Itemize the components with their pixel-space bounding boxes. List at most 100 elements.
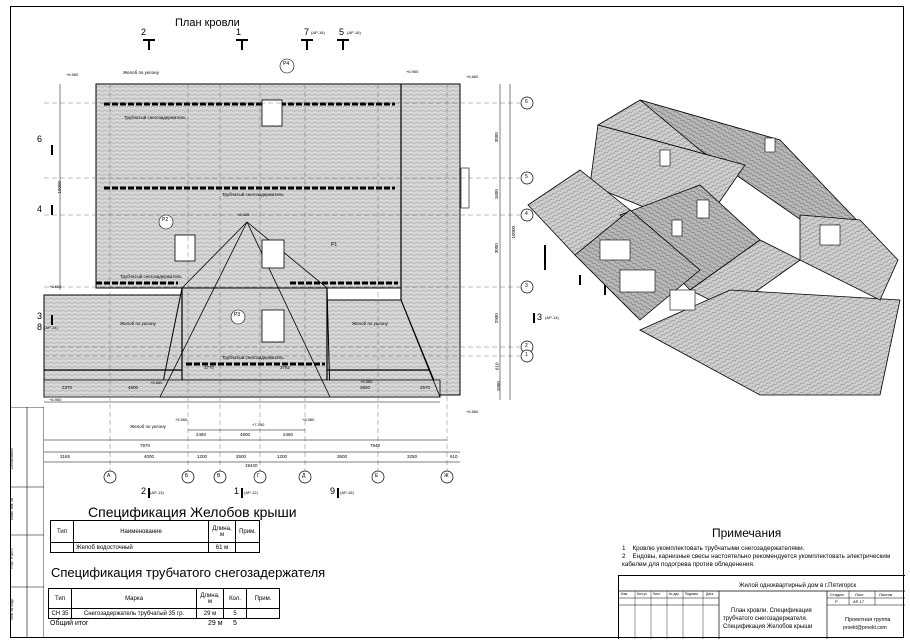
title-block: Жилой одноквартирный дом в г.Пятигорск П… (618, 575, 905, 639)
tb-col-1: Изм. (621, 592, 629, 596)
gutter-label-4: Желоб по уклону (130, 424, 166, 429)
chimney-p3 (261, 309, 285, 343)
axis-3: 3 (525, 283, 528, 289)
axis-1: 1 (525, 352, 528, 358)
dim-610: 610 (450, 454, 458, 459)
spec-snow-total-count: 5 (233, 620, 237, 627)
chimney-p2 (174, 234, 196, 262)
tb-col-4: № док. (669, 592, 680, 596)
spec-gutters-cell (50, 542, 74, 553)
notes-list: 1 Кровлю укомплектовать трубчатыми снего… (622, 545, 894, 569)
spec-snow-table: Тип Марка Длина, м Кол. Прим. СН 35 Снег… (48, 588, 280, 619)
axis-zh: Ж (444, 473, 449, 479)
level-1: +6.960 (66, 72, 79, 77)
stamp-1: Согласовано (9, 448, 14, 470)
tag-p4: Р4 (283, 61, 290, 67)
dim-left-total: 10000 (57, 180, 63, 194)
dim-right-3: 3000 (493, 243, 499, 254)
note-2: 2 Ендовы, карнизные свесы настоятельно р… (622, 553, 891, 568)
dim-1200b: 1200 (277, 454, 288, 459)
dim-right-5: 610 (494, 362, 500, 371)
eave-strip (43, 379, 441, 398)
spec-snow-total-length: 29 м (208, 620, 223, 627)
bottom-mark-9: 9 (330, 486, 336, 496)
snow-label-4: Трубчатый снегозадержатель (222, 355, 284, 360)
section-mark-7-ref: (АР-16) (311, 30, 325, 35)
dim-right-total: 10000 (511, 225, 517, 239)
tb-sheet-name-1: План кровли. Спецификация (731, 608, 812, 614)
axis-2: 2 (525, 343, 528, 349)
level-11: +7.240 (252, 422, 265, 427)
tb-stage-h: Стадия (830, 592, 844, 597)
gutter-label-3: Желоб по уклону (352, 321, 388, 326)
tag-p3: Р3 (234, 312, 241, 318)
axis-v: В (217, 473, 221, 479)
dim-left-1: 2370 (62, 385, 73, 390)
axis-g: Г (257, 473, 260, 479)
gutter-label-1: Желоб по уклону (123, 70, 159, 75)
dim-left-4: 3762 (280, 365, 291, 370)
dim-right-4: 2900 (493, 313, 499, 324)
spec-snow-total-label: Общий итог (50, 620, 89, 627)
dim-2500: 2500 (236, 454, 247, 459)
axis-a: А (107, 473, 111, 479)
level-12: +8.625 (237, 212, 250, 217)
section-mark-6: 6 (37, 134, 43, 144)
tb-col-5: Подпись (685, 592, 699, 596)
chimney-center (261, 239, 285, 269)
spec-gutters-h-note: Прим. (235, 520, 260, 543)
tb-sheet-name-3: Спецификация Желобов крыши (723, 624, 813, 630)
tb-project: Жилой одноквартирный дом в г.Пятигорск (739, 583, 857, 589)
side-stamp: Согласовано Взам. инв. № Подп. и дата Ин… (10, 407, 44, 638)
tb-col-6: Дата (706, 592, 714, 596)
snow-label-3: Трубчатый снегозадержатель (120, 274, 182, 279)
note-1-text: Кровлю укомплектовать трубчатыми снегоза… (632, 545, 805, 552)
section-mark-1: 1 (236, 27, 242, 37)
dim-7970: 7970 (140, 443, 151, 448)
tag-p1: Р1 (331, 242, 338, 248)
stamp-2: Взам. инв. № (10, 497, 15, 520)
tb-col-2: Кол.уч (637, 592, 647, 596)
dim-left-3: 3770 (204, 365, 215, 370)
tb-stage: Р (835, 599, 838, 604)
snow-label-1: Трубчатый снегозадержатель (124, 115, 186, 120)
level-9: +5.560 (302, 417, 315, 422)
spec-gutters-cell: 61 м (208, 542, 236, 553)
tb-sheet: АР-17 (853, 599, 865, 604)
right-mark-3: 3 (537, 312, 543, 322)
level-3: +6.660 (466, 74, 479, 79)
spec-gutters-h-length: Длина, м (208, 520, 236, 543)
axis-4: 4 (525, 211, 528, 217)
dim-left-2: 4600 (128, 385, 139, 390)
tb-sheets-h: Листов (879, 592, 892, 597)
spec-snow-h-length: Длина, м (196, 588, 224, 609)
bottom-mark-1: 1 (234, 486, 240, 496)
tb-org-1: Проектная группа (845, 617, 891, 623)
dim-1200a: 1200 (197, 454, 208, 459)
bottom-mark-1-ref: (АР-12) (244, 490, 258, 495)
section-mark-2: 2 (141, 27, 147, 37)
dim-3600: 3600 (337, 454, 348, 459)
level-4: +6.660 (49, 284, 62, 289)
axis-6: 6 (525, 99, 528, 105)
axis-b: Б (185, 473, 189, 479)
spec-snow-cell: 29 м (196, 608, 224, 619)
tb-org-2: proekt@proekt.com (843, 625, 887, 631)
level-6: +6.560 (466, 409, 479, 414)
roof-3d-view (527, 99, 901, 396)
gutter-label-2: Желоб по уклону (120, 321, 156, 326)
dim-left-6: 2570 (420, 385, 431, 390)
dim-mid-3: 2460 (283, 432, 294, 437)
spec-snow-h-mark: Марка (71, 588, 197, 609)
plan-title: План кровли (175, 17, 240, 29)
dim-right-2: 1600 (493, 189, 499, 200)
level-7: +5.660 (150, 380, 163, 385)
dim-right-6: 1000 (495, 381, 501, 392)
tb-sheet-name-2: трубчатого снегозадержателя. (723, 616, 808, 622)
level-8: +5.560 (175, 417, 188, 422)
spec-gutters-h-name: Наименование (73, 520, 209, 543)
level-2: +6.960 (406, 69, 419, 74)
dim-right-1: 3000 (493, 132, 499, 143)
section-mark-7: 7 (304, 27, 310, 37)
